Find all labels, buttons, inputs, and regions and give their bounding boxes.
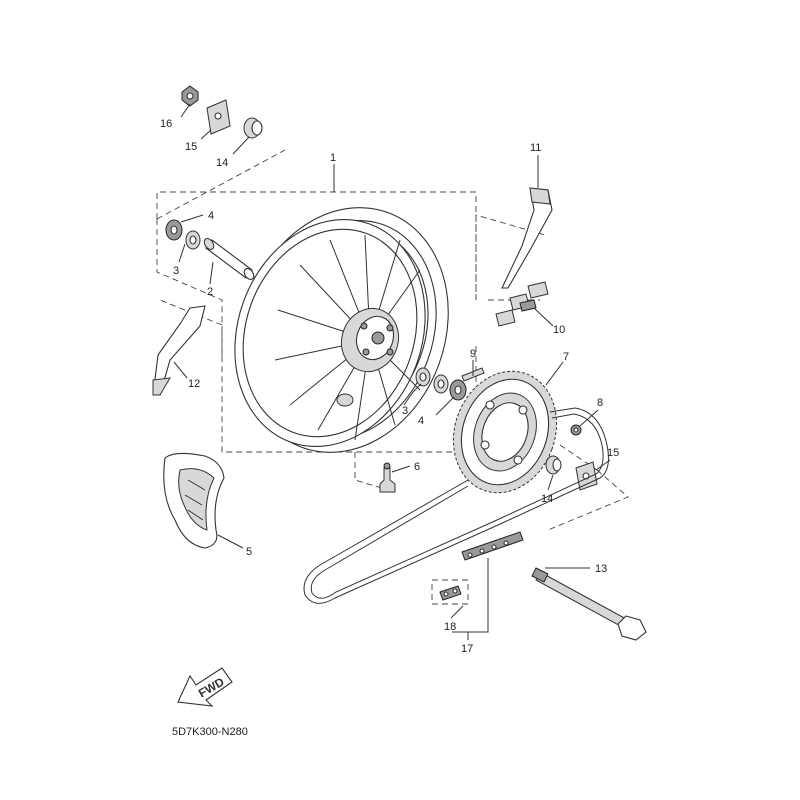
callout-17: 17 (461, 643, 473, 655)
callout-15-lower: 15 (607, 447, 619, 459)
callout-9: 9 (470, 348, 476, 360)
reflector-label-upper (501, 187, 553, 289)
nut-upper (181, 85, 199, 107)
oil-seal-upper (165, 219, 183, 241)
reflector-patches (495, 281, 549, 327)
collar-upper (243, 117, 263, 139)
oil-seal-lower (449, 379, 467, 401)
rear-axle (531, 567, 647, 641)
callout-4-upper: 4 (208, 210, 214, 222)
collar-lower (545, 455, 562, 475)
callout-18: 18 (444, 621, 456, 633)
reflector-label-left (152, 305, 206, 396)
callout-8: 8 (597, 397, 603, 409)
assembly-outline-axle (547, 444, 629, 531)
callout-3-upper: 3 (173, 265, 179, 277)
tire-valve (379, 462, 396, 493)
callout-1: 1 (330, 152, 336, 164)
drive-chain (303, 407, 609, 604)
diagram-code: 5D7K300-N280 (172, 726, 248, 738)
forward-arrow (177, 667, 233, 707)
callout-7: 7 (563, 351, 569, 363)
master-link (431, 579, 469, 605)
callout-10: 10 (553, 324, 565, 336)
callout-labels: 1 2 3 3 4 4 5 6 7 8 9 10 11 12 13 14 14 … (160, 118, 619, 655)
callout-16: 16 (160, 118, 172, 130)
callout-5: 5 (246, 546, 252, 558)
spacer-collar (203, 238, 255, 280)
chain-segment (461, 531, 524, 561)
callout-15-upper: 15 (185, 141, 197, 153)
callout-14-lower: 14 (541, 493, 553, 505)
callout-12: 12 (188, 378, 200, 390)
assembly-outline-wheel (156, 149, 546, 493)
callout-11: 11 (530, 142, 541, 154)
callout-6: 6 (414, 461, 420, 473)
callout-14-upper: 14 (216, 157, 228, 169)
callout-4-lower: 4 (418, 415, 424, 427)
leader-lines (173, 103, 611, 640)
rear-sprocket (452, 370, 558, 494)
bearing-upper (185, 230, 201, 250)
sprocket-nut (570, 424, 582, 436)
chain-puller-lower (575, 461, 598, 491)
callout-13: 13 (595, 563, 607, 575)
chain-puller-upper (206, 99, 231, 135)
bearing-lower (415, 367, 449, 394)
callout-3-lower: 3 (402, 405, 408, 417)
callout-2: 2 (207, 286, 213, 298)
rear-tire (163, 452, 225, 549)
rear-wheel (234, 207, 449, 453)
